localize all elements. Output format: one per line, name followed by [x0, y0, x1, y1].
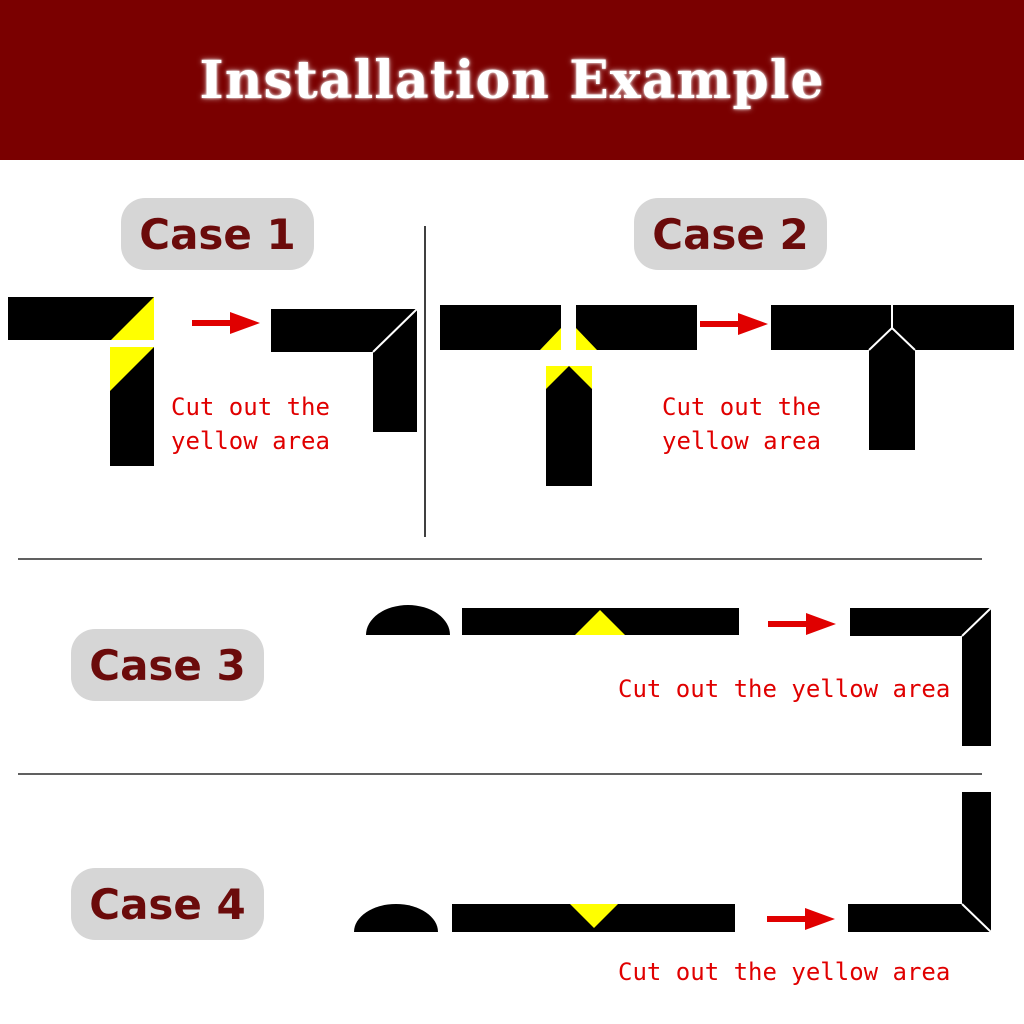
strip-vertical — [546, 366, 592, 486]
arrow-icon — [700, 313, 768, 335]
case-2-label: Case 2 — [634, 198, 827, 270]
case-3-instruction: Cut out the yellow area — [618, 675, 951, 703]
miter-seam — [961, 607, 992, 637]
cut-area-yellow — [569, 366, 592, 389]
strip-stem — [869, 350, 915, 450]
case-1-instruction: Cut out the yellow area — [171, 390, 330, 458]
instruction-line: yellow area — [171, 427, 330, 455]
cut-area-yellow — [570, 904, 618, 928]
cut-area-yellow — [110, 347, 154, 391]
header-banner: Installation Example — [0, 0, 1024, 160]
instruction-line: yellow area — [662, 427, 821, 455]
case-1-after — [271, 308, 418, 432]
case-3-before — [366, 605, 739, 635]
instruction-line: Cut out the — [171, 393, 330, 421]
case-2-before — [440, 305, 697, 486]
strip-right — [576, 305, 697, 350]
strip-cross-section — [354, 904, 438, 932]
arrow-icon — [768, 613, 836, 635]
case-1-before — [8, 297, 154, 466]
case-4-before — [354, 904, 735, 932]
cut-area-yellow — [576, 328, 597, 350]
corner-joined-strip — [271, 309, 417, 432]
case-2-instruction: Cut out the yellow area — [662, 390, 821, 458]
miter-seam — [961, 903, 992, 933]
page-title: Installation Example — [199, 49, 825, 111]
case-4-label: Case 4 — [71, 868, 264, 940]
case-1-label: Case 1 — [121, 198, 314, 270]
cut-area-yellow — [575, 610, 625, 635]
instruction-line: Cut out the — [662, 393, 821, 421]
arrow-icon — [192, 312, 260, 334]
case-3-label: Case 3 — [71, 629, 264, 701]
strip-cross-section — [366, 605, 450, 635]
arrow-icon — [767, 908, 835, 930]
case-4-instruction: Cut out the yellow area — [618, 958, 951, 986]
strip-left — [440, 305, 561, 350]
miter-seam — [372, 308, 418, 353]
cut-area-yellow — [540, 328, 561, 350]
case-2-after — [771, 305, 1014, 450]
case-4-after — [848, 792, 992, 933]
case-3-after — [850, 607, 992, 746]
cut-area-yellow — [546, 366, 569, 389]
cut-area-yellow — [111, 297, 154, 340]
